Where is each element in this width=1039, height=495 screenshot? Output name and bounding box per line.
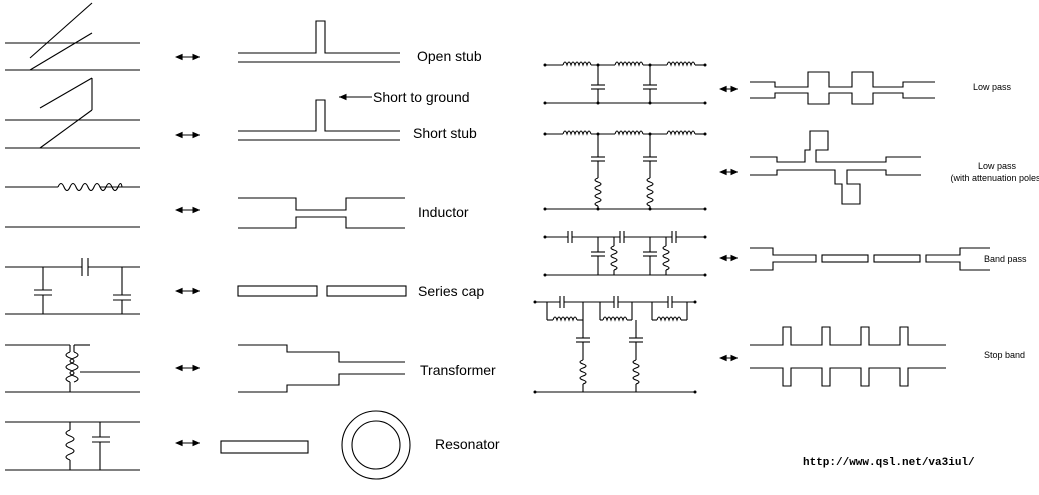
low-pass-poles-line2: (with attenuation poles) <box>950 173 1039 183</box>
inductor-schematic <box>5 182 140 228</box>
low-pass-poles-microstrip <box>750 130 921 205</box>
inductor-microstrip <box>238 197 405 229</box>
short-stub-microstrip <box>238 99 400 141</box>
series-cap-label: Series cap <box>418 283 485 299</box>
open-stub-microstrip <box>238 20 400 63</box>
open-stub-label: Open stub <box>417 48 482 64</box>
coil-icon <box>562 130 592 136</box>
equivalence-arrows-left <box>174 53 200 447</box>
band-pass-schematic <box>543 231 707 277</box>
coil-icon <box>57 182 123 192</box>
coil-icon <box>552 316 578 322</box>
coil-icon <box>666 130 696 136</box>
coil-icon <box>614 61 644 67</box>
low-pass-schematic <box>543 61 707 105</box>
short-stub-schematic <box>5 77 140 149</box>
transformer-label: Transformer <box>420 362 496 378</box>
transformer-schematic <box>5 344 140 393</box>
line-resonator <box>220 440 309 454</box>
coil-icon <box>562 61 592 67</box>
short-stub-label: Short stub <box>413 125 477 141</box>
stop-band-microstrip <box>750 326 946 387</box>
low-pass-poles-schematic <box>543 130 707 211</box>
coil-icon <box>602 316 628 322</box>
coil-icon <box>632 359 640 385</box>
coil-icon <box>65 429 75 461</box>
stop-band-label: Stop band <box>984 350 1026 360</box>
resonator-microstrip <box>220 410 411 480</box>
coil-icon <box>594 177 602 207</box>
coil-icon <box>646 177 654 207</box>
transformer-microstrip <box>238 344 405 393</box>
low-pass-poles-line1: Low pass <box>977 161 1017 171</box>
coil-icon <box>666 61 696 67</box>
coil-icon <box>579 359 587 385</box>
open-stub-schematic <box>5 2 140 71</box>
stop-band-schematic <box>533 296 697 394</box>
coil-icon <box>614 130 644 136</box>
low-pass-label: Low pass <box>973 82 1012 92</box>
coil-icon <box>662 245 670 271</box>
series-cap-schematic <box>5 258 140 315</box>
low-pass-poles-label: Low pass (with attenuation poles) <box>950 160 1039 184</box>
band-pass-microstrip <box>750 247 990 271</box>
source-url: http://www.qsl.net/va3iul/ <box>803 457 975 469</box>
resonator-label: Resonator <box>435 436 500 452</box>
ring-resonator <box>341 410 411 480</box>
series-cap-microstrip <box>237 285 407 297</box>
resonator-schematic <box>5 421 140 471</box>
coil-icon <box>65 351 75 383</box>
equivalence-arrows-right <box>718 85 738 362</box>
inductor-label: Inductor <box>418 204 469 220</box>
short-to-ground-label: Short to ground <box>373 89 470 105</box>
band-pass-label: Band pass <box>984 254 1027 264</box>
coil-icon <box>610 245 618 271</box>
low-pass-microstrip <box>750 71 935 105</box>
coil-icon <box>656 316 682 322</box>
